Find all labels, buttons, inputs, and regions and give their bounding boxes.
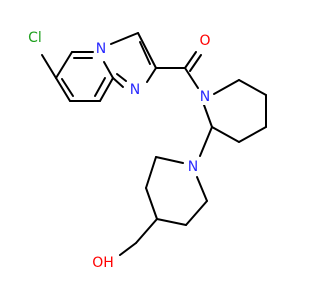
bridgehead-nitrogen-label: N [96,41,106,57]
bond [99,77,114,102]
bond [119,242,137,256]
bond [203,104,213,128]
bond [196,176,208,202]
bond [156,218,187,226]
bond [238,126,267,143]
bond [41,54,57,79]
atom-label-background [91,255,115,271]
bond [110,32,139,45]
bond [146,67,157,83]
atom-label-background [186,159,200,175]
bond [116,73,127,82]
atom-label-background [27,30,43,46]
bond [94,77,106,97]
molecule-structure: Cl N N O N N OH [27,30,267,271]
bond [155,156,184,164]
bond [112,77,124,88]
atom-label-background [128,82,142,98]
bond [189,54,202,72]
amide-nitrogen-label: N [200,89,210,105]
bond [135,218,158,244]
bond [137,32,157,69]
piperidine-nitrogen-label: N [188,159,198,175]
hydroxyl-label: OH [92,255,114,271]
bond [184,51,197,69]
bond [139,41,151,65]
atom-label-background [94,41,108,57]
bond [55,51,73,79]
imidazole-nitrogen-label: N [130,82,140,98]
bond-layer [41,32,267,256]
bond [184,67,199,89]
bond [145,156,157,189]
bond [185,200,208,226]
carbonyl-oxygen-label: O [199,33,210,49]
bond [145,187,158,220]
bond [55,77,71,102]
atom-label-background [198,33,212,49]
atom-labels: Cl N N O N N OH [27,30,212,271]
bond [211,126,240,143]
bond [213,79,240,95]
bond [61,78,74,97]
bond [238,79,267,96]
atom-label-background [198,89,212,105]
bond [103,61,114,79]
chlorine-label: Cl [28,30,42,46]
bond [199,126,213,157]
